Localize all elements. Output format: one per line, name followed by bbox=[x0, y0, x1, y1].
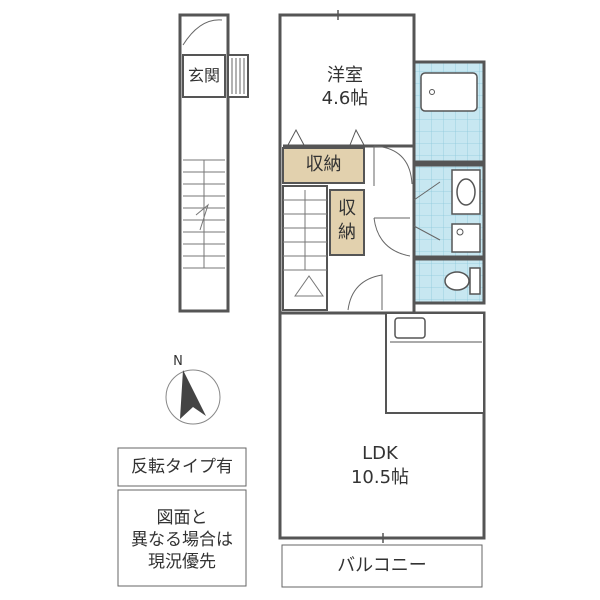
toilet-tank bbox=[469, 267, 481, 295]
ldk-size: 10.5帖 bbox=[350, 467, 410, 488]
washing-machine-drain bbox=[456, 228, 464, 236]
disclaimer-line-2: 異なる場合は bbox=[131, 530, 233, 550]
entrance-label: 玄関 bbox=[187, 66, 220, 85]
kitchen-sink bbox=[394, 317, 426, 339]
toilet-bowl bbox=[444, 271, 470, 291]
closet-2 bbox=[329, 189, 365, 256]
compass-icon bbox=[165, 369, 221, 425]
disclaimer-line-1: 図面と bbox=[156, 508, 208, 528]
compass-north-label: N bbox=[173, 354, 183, 369]
closet-2-label: 収納 bbox=[338, 198, 356, 243]
bathtub bbox=[420, 72, 478, 112]
reverse-type-box bbox=[117, 447, 247, 487]
washing-machine bbox=[451, 223, 481, 253]
disclaimer-box bbox=[117, 489, 247, 587]
entrance-floor bbox=[182, 54, 226, 98]
entrance-door-swing bbox=[182, 19, 223, 46]
balcony bbox=[281, 544, 483, 588]
balcony-label: バルコニー bbox=[337, 555, 427, 576]
ldk-door bbox=[347, 274, 383, 311]
washbasin bbox=[456, 178, 476, 206]
reverse-type-note: 反転タイプ有 bbox=[131, 457, 233, 477]
western-room-door bbox=[373, 145, 413, 186]
bathtub-drain bbox=[429, 89, 435, 95]
closet-1 bbox=[282, 147, 365, 184]
kitchen-counter bbox=[385, 312, 485, 414]
hall-door bbox=[373, 217, 411, 257]
closet-1-door-marks bbox=[287, 128, 365, 146]
western-room-name: 洋室 bbox=[327, 65, 363, 86]
ldk-name: LDK bbox=[362, 443, 398, 464]
western-room-size: 4.6帖 bbox=[321, 88, 369, 109]
entrance-step bbox=[227, 54, 249, 98]
stairs-lower bbox=[183, 159, 225, 269]
washroom-door bbox=[413, 181, 441, 241]
closet-1-label: 収納 bbox=[305, 154, 342, 175]
inner-stairs bbox=[282, 185, 328, 311]
disclaimer-line-3: 現況優先 bbox=[148, 552, 216, 572]
